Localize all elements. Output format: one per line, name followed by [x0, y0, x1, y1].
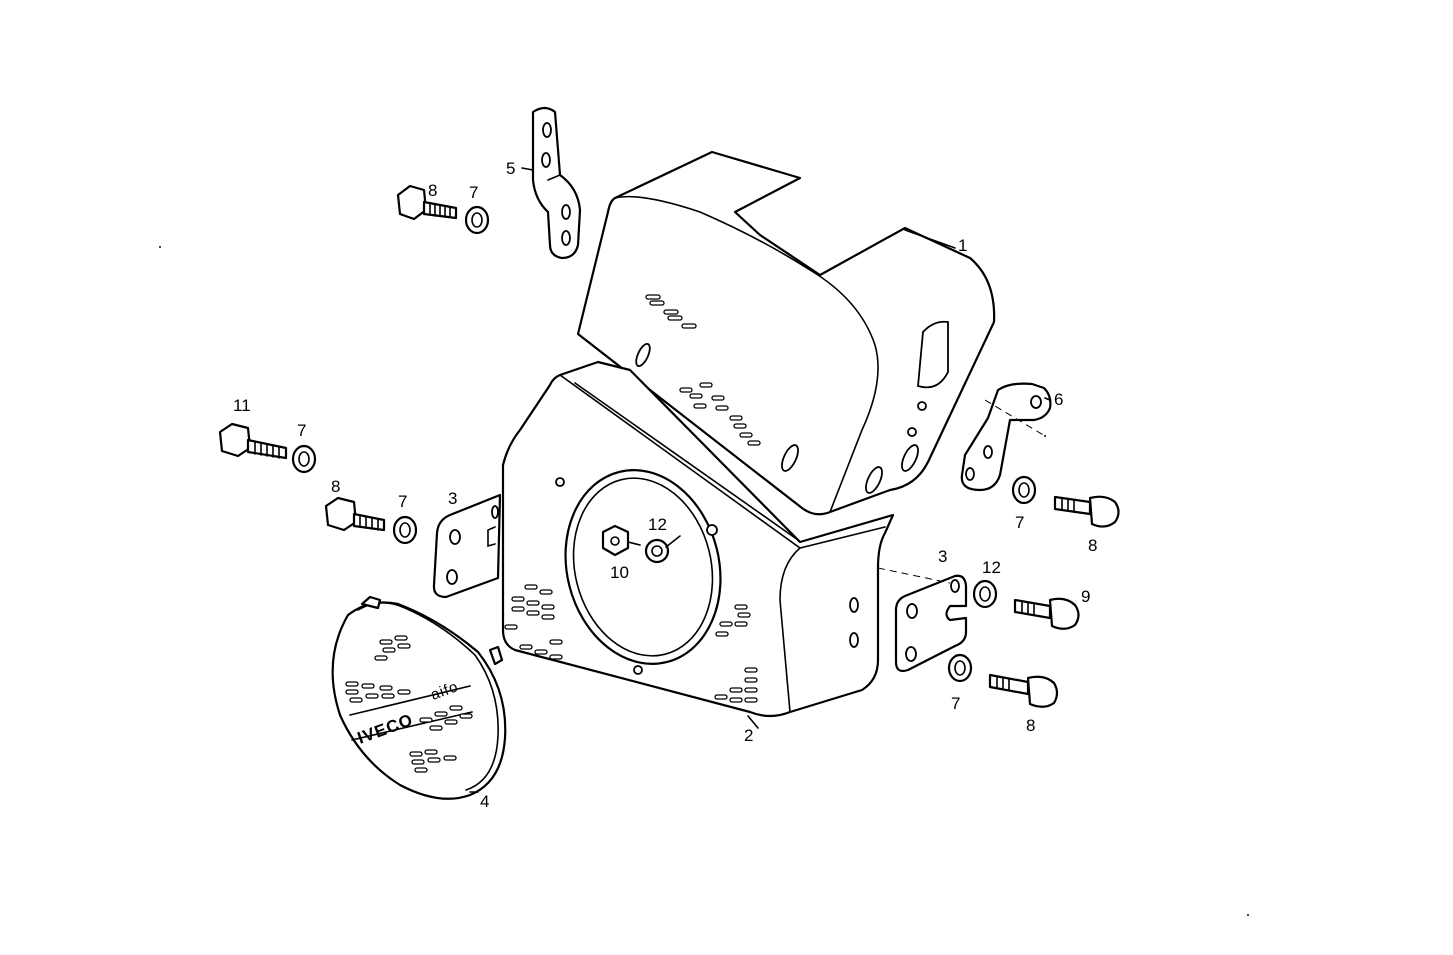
part-1-upper-cover	[576, 150, 996, 516]
callout-part-7-left-upper: 7	[297, 421, 306, 440]
part-12-washer-inner	[644, 538, 670, 564]
part-4-round-cover: IVECO aifo	[331, 595, 507, 800]
part-3-right-plate	[894, 574, 968, 673]
part-9-bolt	[1013, 597, 1080, 630]
callout-part-8-top: 8	[428, 181, 437, 200]
main-circular-opening	[564, 469, 722, 665]
callout-labels: 1 2 3 3 4 5 6 7 7 7 7 7 8 8 8 8 9 10 11 …	[233, 159, 1097, 811]
part-1-vent-slots	[645, 294, 761, 446]
part-7-washer-right-upper	[1011, 475, 1037, 505]
part-3-left-plate	[432, 493, 502, 599]
callout-part-11: 11	[233, 396, 251, 415]
callout-part-4: 4	[480, 792, 489, 811]
part-5-bracket	[531, 106, 582, 260]
callout-part-7-left-lower: 7	[398, 492, 407, 511]
callout-part-1: 1	[958, 236, 967, 255]
part-7-washer-right-lower	[947, 653, 973, 683]
callout-part-7-right-upper: 7	[1015, 513, 1024, 532]
callout-part-3-right: 3	[938, 547, 947, 566]
part-8-bolt-left	[324, 496, 386, 532]
part-7-washer-left-lower	[392, 515, 418, 545]
part-2-vent-slots	[504, 584, 758, 703]
leader-lines	[469, 167, 1051, 793]
callout-part-7-right-lower: 7	[951, 694, 960, 713]
part-8-bolt-right-lower	[988, 673, 1059, 708]
part-4-vent-slots	[345, 635, 473, 773]
part-6-bracket	[960, 382, 1052, 492]
part-11-bolt	[218, 422, 288, 460]
callout-part-8-right-upper: 8	[1088, 536, 1097, 555]
callout-part-12-right: 12	[982, 558, 1001, 577]
part-8-bolt-right-upper	[1053, 495, 1120, 528]
part-2-lower-housing	[501, 360, 895, 718]
part-12-washer-right	[972, 579, 998, 609]
part-7-washer-left-upper	[291, 444, 317, 474]
scan-specks	[159, 246, 1249, 916]
callout-part-12-inner: 12	[648, 515, 667, 534]
callout-part-7-top: 7	[469, 183, 478, 202]
callout-part-9: 9	[1081, 587, 1090, 606]
callout-part-6: 6	[1054, 390, 1063, 409]
callout-part-10: 10	[610, 563, 629, 582]
part-7-washer-top	[464, 205, 490, 235]
assembly-center-lines	[877, 399, 1046, 584]
part-10-nut	[601, 524, 630, 557]
callout-part-8-right-lower: 8	[1026, 716, 1035, 735]
callout-part-2: 2	[744, 726, 753, 745]
callout-part-8-left: 8	[331, 477, 340, 496]
callout-part-5: 5	[506, 159, 515, 178]
callout-part-3-left: 3	[448, 489, 457, 508]
part-8-bolt-top	[396, 184, 458, 221]
